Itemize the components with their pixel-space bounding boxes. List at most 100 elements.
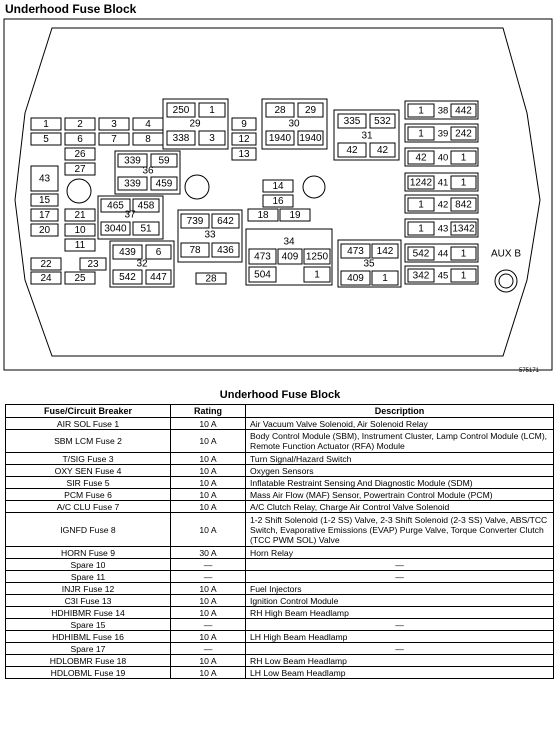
fuse-slot bbox=[64, 208, 96, 222]
cell-rating: — bbox=[170, 618, 246, 631]
relay-number: 38 bbox=[438, 106, 449, 117]
relay-cell-label: 473 bbox=[347, 246, 364, 257]
cell-name: HDHIBML Fuse 16 bbox=[5, 630, 171, 643]
cell-name: HDHIBMR Fuse 14 bbox=[5, 606, 171, 619]
fuse-slot bbox=[231, 132, 257, 146]
fuse-slot bbox=[297, 130, 324, 146]
cell-name: INJR Fuse 12 bbox=[5, 582, 171, 595]
relay-cell-label: 542 bbox=[413, 249, 430, 260]
relay-number: 40 bbox=[438, 153, 449, 164]
fuse-label: 21 bbox=[74, 210, 86, 221]
cell-desc: — bbox=[245, 618, 554, 631]
fuse-slot bbox=[117, 153, 148, 168]
fuse-slot bbox=[303, 266, 331, 283]
fuse-label: 18 bbox=[257, 210, 269, 221]
relay-cell-label: 1342 bbox=[452, 224, 475, 235]
cell-rating: 10 A bbox=[170, 666, 246, 679]
fuse-slot bbox=[407, 150, 435, 165]
relay-number: 36 bbox=[142, 166, 154, 177]
fuse-slot bbox=[337, 142, 367, 158]
cell-desc: Body Control Module (SBM), Instrument Cl… bbox=[245, 429, 554, 453]
fuse-label: 24 bbox=[40, 273, 52, 284]
fuse-label: 17 bbox=[39, 210, 51, 221]
fuse-label: 3 bbox=[111, 119, 117, 130]
relay-cell-label: 409 bbox=[347, 273, 364, 284]
fuse-label: 43 bbox=[39, 174, 51, 185]
fuse-slot bbox=[98, 132, 130, 146]
fuse-label: 4 bbox=[145, 119, 151, 130]
relay-cell-label: 339 bbox=[124, 156, 141, 167]
cell-name: OXY SEN Fuse 4 bbox=[5, 464, 171, 477]
relay-cell-label: 465 bbox=[107, 201, 124, 212]
fuse-slot bbox=[369, 113, 396, 129]
fuse-slot bbox=[79, 257, 107, 271]
table-row: Spare 15—— bbox=[5, 618, 554, 631]
relay-cell-label: 1 bbox=[314, 270, 320, 281]
relay-cell-label: 1242 bbox=[410, 178, 433, 189]
fuse-label: 2 bbox=[77, 119, 83, 130]
relay-cell-label: 1 bbox=[418, 200, 424, 211]
relay-number: 35 bbox=[363, 259, 375, 270]
fuse-slot bbox=[340, 270, 371, 286]
cell-rating: 10 A bbox=[170, 417, 246, 430]
cell-rating: 10 A bbox=[170, 429, 246, 453]
relay-cell-label: 1 bbox=[418, 129, 424, 140]
fuse-table: Fuse/Circuit Breaker Rating Description … bbox=[5, 404, 554, 679]
cell-name: HDLOBML Fuse 19 bbox=[5, 666, 171, 679]
mounting-hole-icon bbox=[302, 175, 326, 199]
fuse-slot bbox=[30, 257, 62, 271]
cell-name: PCM Fuse 6 bbox=[5, 488, 171, 501]
table-row: Spare 17—— bbox=[5, 642, 554, 655]
cell-rating: 10 A bbox=[170, 654, 246, 667]
cell-name: IGNFD Fuse 8 bbox=[5, 512, 171, 547]
relay-cell-label: 342 bbox=[413, 271, 430, 282]
relay-cell-label: 1 bbox=[461, 271, 467, 282]
cell-rating: 10 A bbox=[170, 582, 246, 595]
relay-cell-label: 1 bbox=[418, 106, 424, 117]
fuse-slot bbox=[247, 208, 279, 222]
cell-desc: — bbox=[245, 558, 554, 571]
relay-cell-label: 436 bbox=[217, 245, 234, 256]
relay-number: 29 bbox=[189, 119, 201, 130]
cell-name: SBM LCM Fuse 2 bbox=[5, 429, 171, 453]
relay-number: 45 bbox=[438, 271, 449, 282]
fuse-slot bbox=[145, 244, 172, 260]
fuse-label: 7 bbox=[111, 134, 117, 145]
fuse-slot bbox=[198, 102, 226, 118]
cell-rating: 10 A bbox=[170, 606, 246, 619]
relay-cell-label: 447 bbox=[150, 272, 167, 283]
fuse-label: 1 bbox=[43, 119, 49, 130]
fuse-slot bbox=[279, 208, 311, 222]
relay-cell-label: 1 bbox=[461, 249, 467, 260]
table-title: Underhood Fuse Block bbox=[219, 389, 341, 401]
relay-cell-label: 250 bbox=[173, 105, 190, 116]
cell-name: Spare 17 bbox=[5, 642, 171, 655]
fuse-slot bbox=[166, 102, 196, 118]
cell-desc: LH Low Beam Headlamp bbox=[245, 666, 554, 679]
relay-number: 32 bbox=[136, 259, 148, 270]
fuse-label: 16 bbox=[272, 196, 284, 207]
fuse-slot bbox=[64, 132, 96, 146]
fuse-slot bbox=[450, 150, 477, 165]
fuse-slot bbox=[407, 175, 435, 190]
fuse-slot bbox=[231, 147, 257, 161]
cell-name: HDLOBMR Fuse 18 bbox=[5, 654, 171, 667]
fuse-label: 15 bbox=[39, 195, 51, 206]
fuse-slot bbox=[30, 165, 59, 192]
fuse-slot bbox=[180, 213, 210, 229]
fuse-slot bbox=[30, 117, 62, 131]
fuse-slot bbox=[450, 197, 477, 212]
relay-cell-label: 459 bbox=[156, 179, 173, 190]
fuse-label: 14 bbox=[272, 181, 284, 192]
relay-cell-label: 28 bbox=[274, 105, 286, 116]
fuse-slot bbox=[30, 223, 59, 237]
cell-rating: 10 A bbox=[170, 476, 246, 489]
relay-cell-label: 473 bbox=[254, 252, 271, 263]
aux-b-circle-icon bbox=[494, 269, 518, 293]
